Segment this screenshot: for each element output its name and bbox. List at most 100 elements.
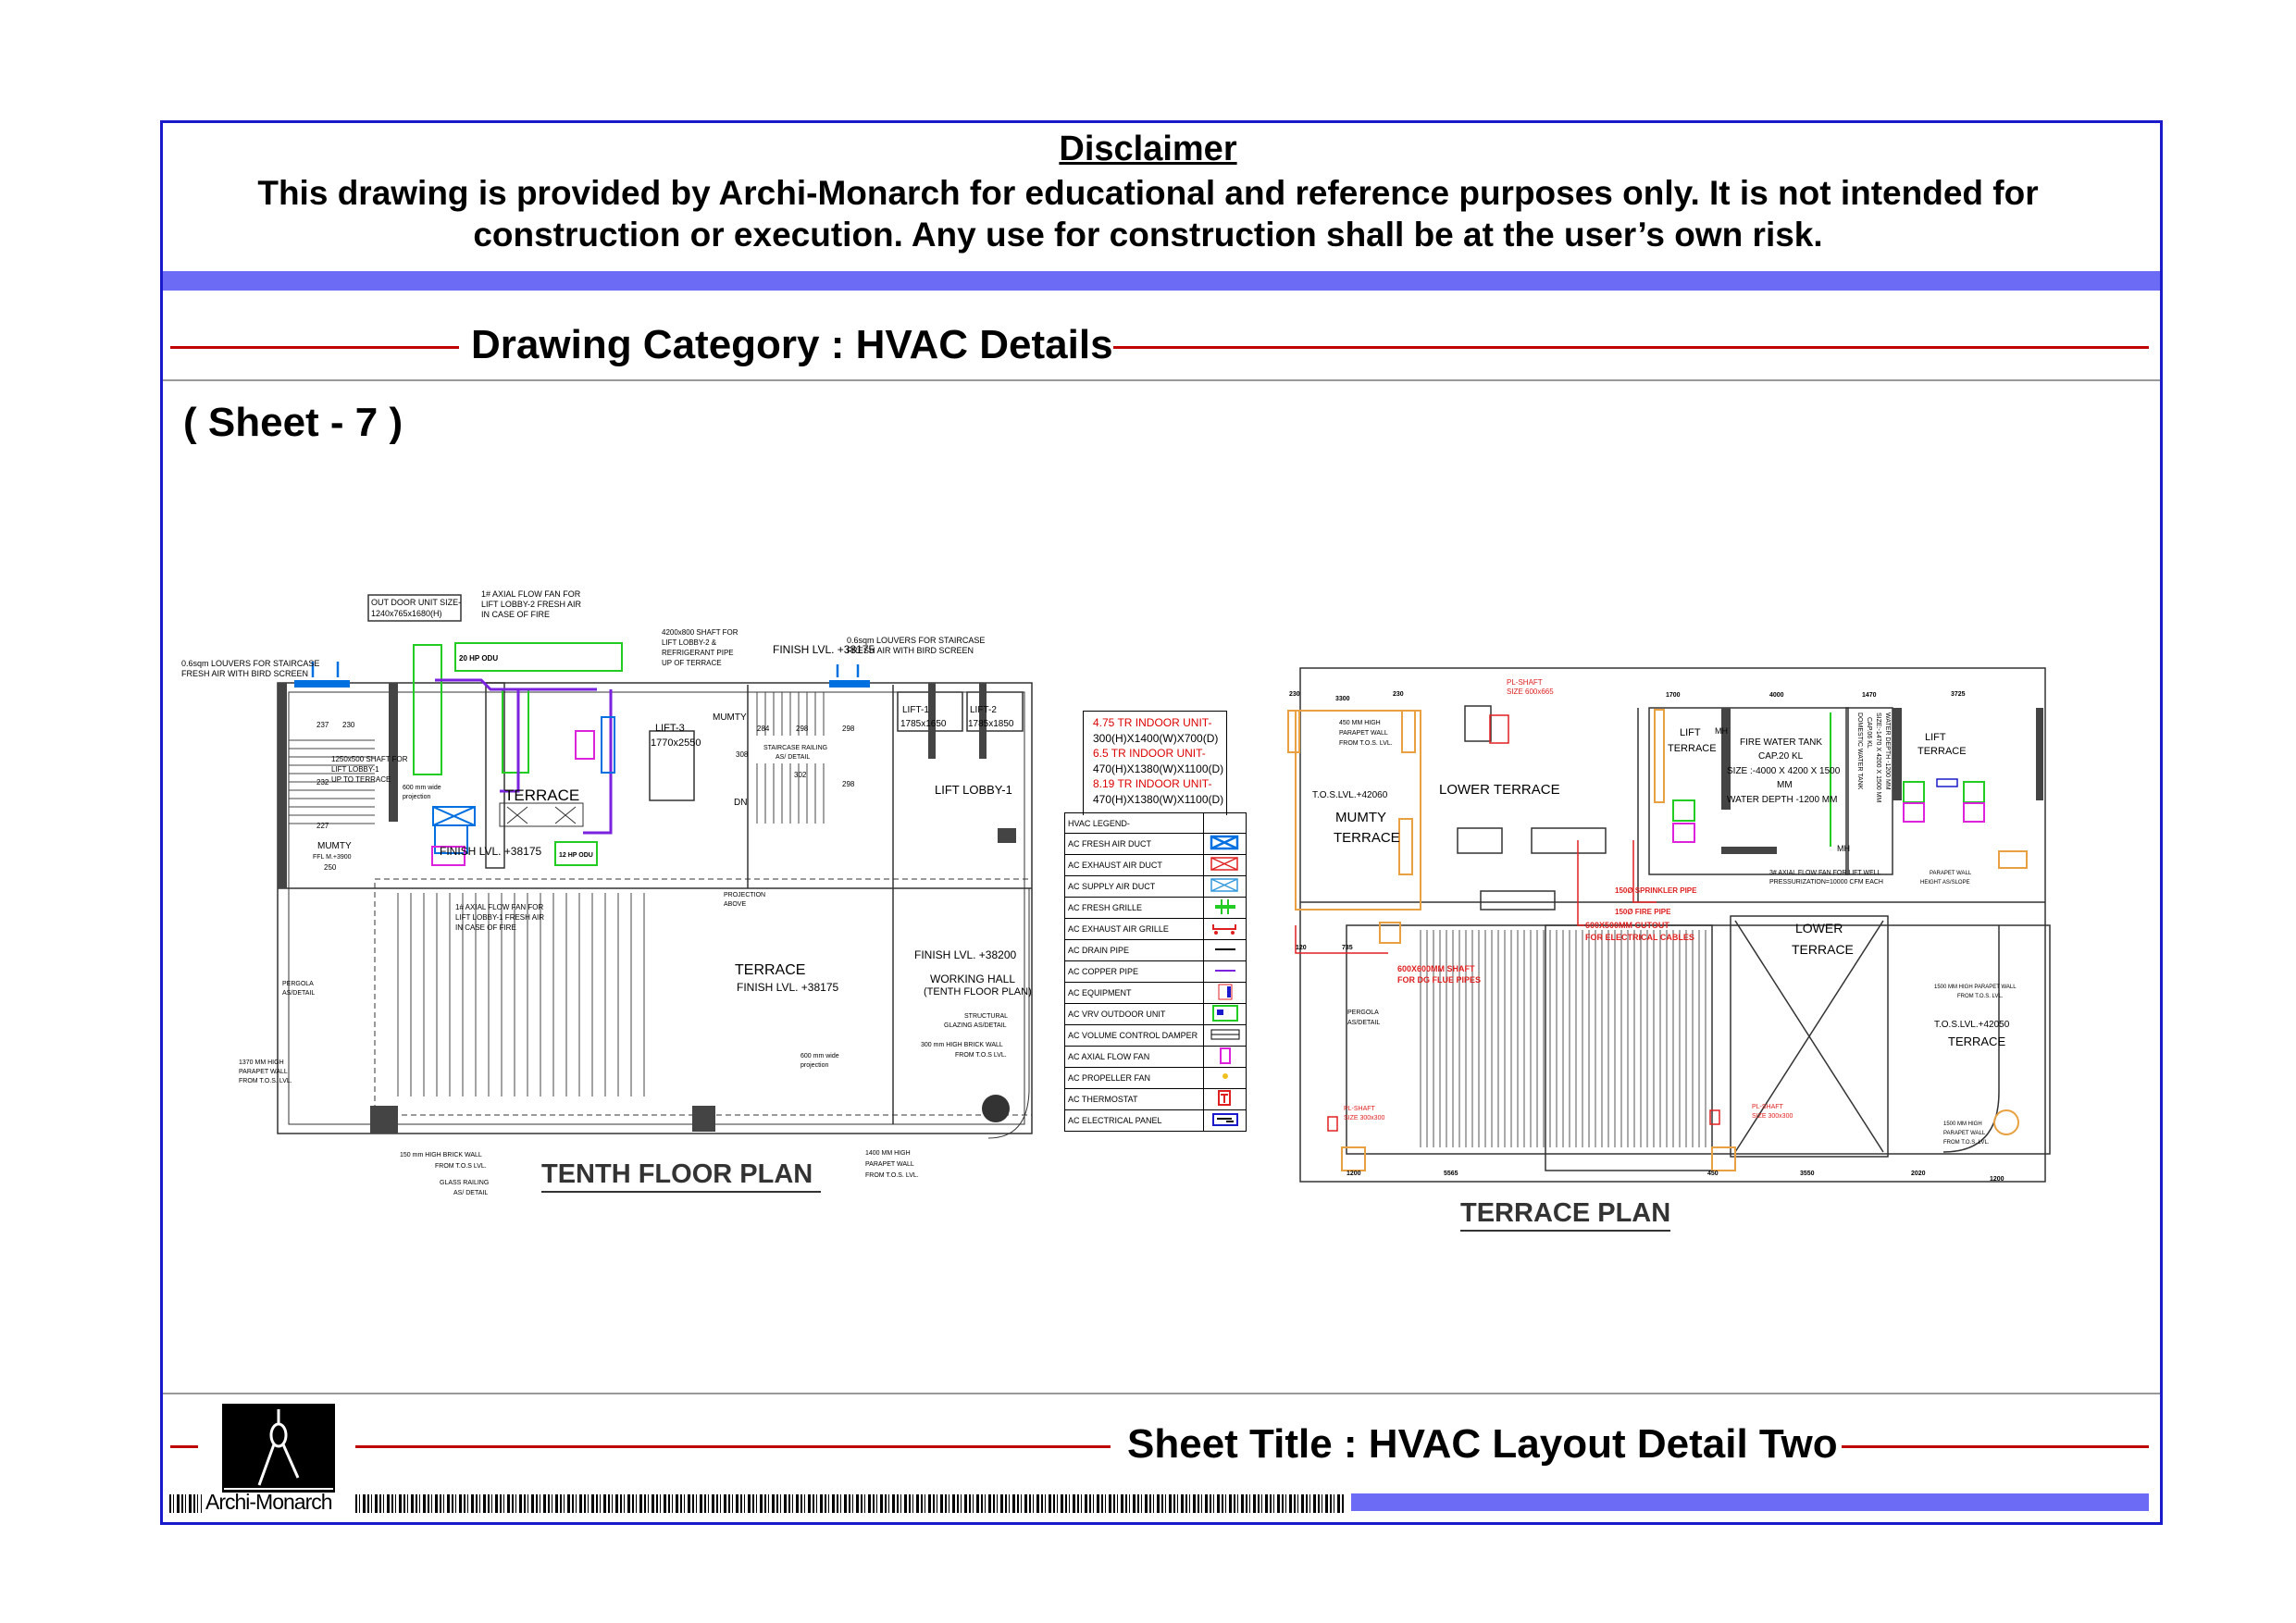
odu-small-label: 12 HP ODU: [559, 852, 593, 859]
electrical-panel-icon: [1203, 1109, 1247, 1132]
legend-label: AC DRAIN PIPE: [1064, 939, 1204, 961]
title-rule-left: [170, 1445, 198, 1448]
domestic-tank-depth: WATER DEPTH -1200 MM: [1884, 712, 1891, 790]
dimension: 3725: [1951, 691, 1966, 698]
brick-300-line2: FROM T.O.S LVL.: [955, 1052, 1007, 1059]
dimension: 120: [1296, 945, 1307, 951]
stair-dim: 237: [316, 721, 329, 729]
projection-above-line2: ABOVE: [724, 901, 746, 908]
parapet-450-line2: PARAPET WALL: [1339, 730, 1388, 737]
dimension: 1700: [1666, 692, 1681, 699]
vrv-outdoor-unit-icon: [1203, 1003, 1247, 1025]
lift1-label: LIFT-1: [902, 705, 929, 715]
indoor-unit-name: 6.5 TR INDOOR UNIT-: [1093, 747, 1206, 760]
fire-pipe-note: 150Ø FIRE PIPE: [1615, 908, 1671, 916]
axial-fan-lobby2-line3: IN CASE OF FIRE: [481, 610, 550, 619]
pergola-line2: AS/DETAIL: [282, 990, 315, 997]
legend-row: AC SUPPLY AIR DUCT: [1064, 875, 1247, 898]
cutout-line2: FOR ELECTRICAL CABLES: [1585, 933, 1694, 942]
brick-150-line2: FROM T.O.S LVL.: [435, 1163, 487, 1170]
finish-level-38175-b: FINISH LVL. +38175: [737, 981, 839, 994]
terrace-plan-title: TERRACE PLAN: [1460, 1198, 1670, 1228]
glazing-note: STRUCTURAL: [964, 1013, 1008, 1020]
stair-dim: 232: [316, 778, 329, 787]
stair-dim: 250: [324, 863, 337, 872]
indoor-unit-size: 470(H)X1380(W)X1100(D): [1093, 762, 1224, 775]
mumty-terrace-label: MUMTY: [1335, 810, 1386, 825]
dimension: 1470: [1862, 692, 1877, 699]
lift-terrace-label: LIFT: [1680, 727, 1701, 738]
disclaimer-line-2: construction or execution. Any use for c…: [473, 216, 1823, 254]
legend-label: AC FRESH GRILLE: [1064, 897, 1204, 919]
projection-600-line2: projection: [403, 794, 430, 800]
disclaimer-title: Disclaimer: [1059, 130, 1237, 168]
legend-row: AC ELECTRICAL PANEL: [1064, 1109, 1247, 1132]
dg-shaft-note: 600X600MM SHAFT: [1397, 964, 1475, 973]
dimension: 1200: [1347, 1171, 1361, 1177]
sheet-number: ( Sheet - 7 ): [183, 400, 403, 445]
legend-row: AC VRV OUTDOOR UNIT: [1064, 1003, 1247, 1025]
disclaimer-line-1: This drawing is provided by Archi-Monarc…: [257, 174, 2039, 212]
louvers-left-line2: FRESH AIR WITH BIRD SCREEN: [181, 669, 308, 678]
lift-terrace-2-label: LIFT: [1925, 732, 1946, 743]
dimension: 4000: [1769, 692, 1784, 699]
projection-600-note: 600 mm wide: [403, 785, 441, 791]
legend-label: AC COPPER PIPE: [1064, 960, 1204, 983]
domestic-tank-label: DOMESTIC WATER TANK: [1856, 712, 1863, 790]
barcode-strip: [169, 1494, 202, 1513]
footer-band: [1351, 1493, 2149, 1511]
brick-150-note: 150 mm HIGH BRICK WALL: [400, 1152, 482, 1158]
dn-label: DN: [734, 798, 747, 808]
dimension: 2020: [1911, 1171, 1926, 1177]
stair-railing-note: STAIRCASE RAILING: [763, 745, 827, 751]
louvers-right-note: 0.6sqm LOUVERS FOR STAIRCASE: [847, 636, 985, 645]
pergola-terrace-note: PERGOLA: [1347, 1010, 1379, 1016]
legend-row: AC FRESH GRILLE: [1064, 897, 1247, 919]
legend-row: AC DRAIN PIPE: [1064, 939, 1247, 961]
parapet-right2-line3: FROM T.O.S. LVL.: [1943, 1140, 1990, 1146]
title-rule-middle: [355, 1445, 1111, 1448]
lift2-size: 1785x1850: [968, 719, 1014, 729]
stair-dim: 298: [842, 725, 855, 733]
category-rule-right: [1113, 346, 2149, 349]
legend-row: AC THERMOSTAT: [1064, 1088, 1247, 1110]
lift2-label: LIFT-2: [970, 705, 997, 715]
axial-fan-lobby1-line3: IN CASE OF FIRE: [455, 923, 516, 932]
dg-shaft-line2: FOR DG FLUE PIPES: [1397, 975, 1481, 985]
pl-shaft-a-note: PL-SHAFT: [1344, 1106, 1376, 1112]
indoor-unit-size: 300(H)X1400(W)X700(D): [1093, 731, 1219, 745]
fire-tank-label: FIRE WATER TANK: [1740, 737, 1822, 748]
divider: [163, 379, 2160, 381]
volume-damper-icon: [1203, 1024, 1247, 1047]
mumty-label: MUMTY: [317, 841, 352, 851]
dimension: 3550: [1800, 1171, 1815, 1177]
header-band: [163, 271, 2160, 291]
axial-fan-lobby1-line2: LIFT LOBBY-1 FRESH AIR: [455, 913, 544, 922]
fresh-grille-icon: [1203, 897, 1247, 919]
dimension: 230: [1289, 691, 1300, 698]
tos-42050: T.O.S.LVL.+42050: [1934, 1020, 2010, 1030]
stair-dim: 227: [316, 822, 329, 830]
drawing-category: Drawing Category : HVAC Details: [471, 322, 1113, 367]
parapet-right2-line2: PARAPET WALL: [1943, 1131, 1986, 1136]
lift1-size: 1785x1650: [900, 719, 947, 729]
pergola-terrace-line2: AS/DETAIL: [1347, 1020, 1380, 1026]
stair-dim: 230: [342, 721, 355, 729]
stair-dim: 298: [796, 725, 809, 733]
legend-row: AC COPPER PIPE: [1064, 960, 1247, 983]
terrace-label-2: TERRACE: [735, 962, 805, 978]
parapet-1400-note: 1400 MM HIGH: [865, 1150, 911, 1157]
finish-level-38200: FINISH LVL. +38200: [914, 948, 1017, 961]
lower-terrace-2-label: LOWER: [1795, 921, 1843, 935]
legend-label: AC AXIAL FLOW FAN: [1064, 1046, 1204, 1068]
shaft-lobby1-line3: UP TO TERRACE: [331, 775, 391, 784]
manhole-label: MH: [1837, 844, 1850, 853]
brand-name: Archi-Monarch: [205, 1490, 333, 1514]
axial-fan-well-line2: PRESSURIZATION=10000 CFM EACH: [1769, 879, 1883, 886]
parapet-1400-line3: FROM T.O.S. LVL.: [865, 1172, 919, 1179]
dimension: 3300: [1335, 696, 1350, 702]
dimension: 5565: [1444, 1171, 1458, 1177]
indoor-unit-size: 470(H)X1380(W)X1100(D): [1093, 792, 1224, 806]
legend-label: AC EQUIPMENT: [1064, 982, 1204, 1004]
